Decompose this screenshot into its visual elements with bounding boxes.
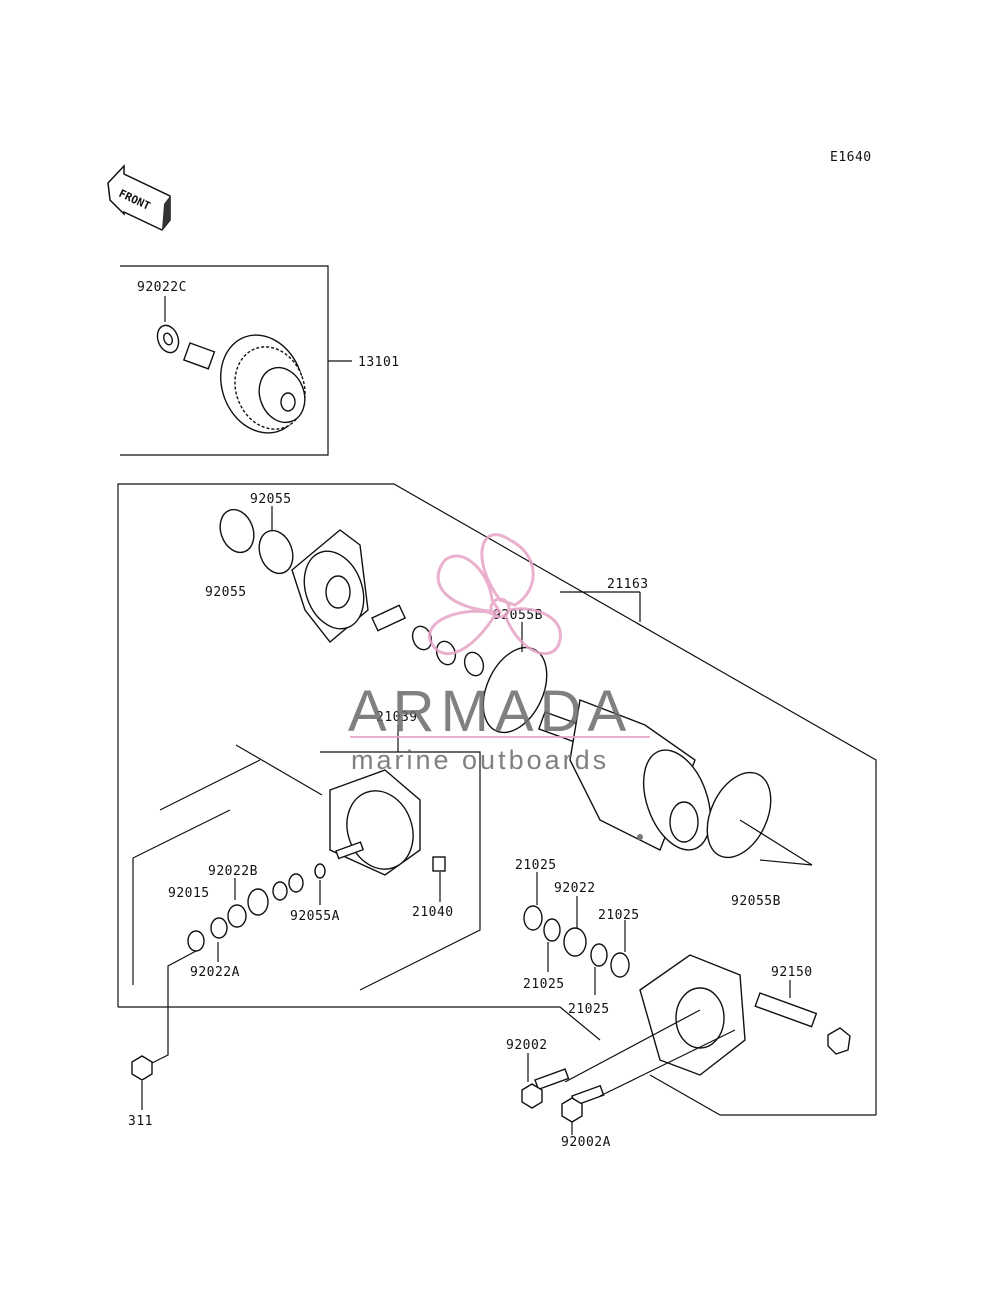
label-21025-c: 21025 <box>523 977 565 992</box>
label-92150: 92150 <box>771 965 813 980</box>
label-21025-a: 21025 <box>515 858 557 873</box>
washers-chain <box>131 863 441 1110</box>
propeller-logo-icon <box>428 533 562 656</box>
brush-holder-box <box>132 725 481 991</box>
front-cover <box>291 529 485 677</box>
label-21025-b: 21025 <box>598 908 640 923</box>
label-92055A: 92055A <box>290 909 340 924</box>
label-92055B-bottom: 92055B <box>731 894 781 909</box>
diagram-code: E1640 <box>830 150 872 165</box>
o-ring-92055B-top <box>482 646 548 734</box>
label-13101: 13101 <box>358 355 400 370</box>
label-311: 311 <box>128 1114 153 1129</box>
label-92022C: 92022C <box>137 280 187 295</box>
label-92022B: 92022B <box>208 864 258 879</box>
label-21025-d: 21025 <box>568 1002 610 1017</box>
label-92002A: 92002A <box>561 1135 611 1150</box>
o-ring-92055B-bottom <box>706 771 772 859</box>
front-arrow-icon: FRONT <box>107 164 171 231</box>
starter-clutch-box <box>120 265 352 456</box>
rear-washers <box>523 872 630 995</box>
label-21040: 21040 <box>412 905 454 920</box>
o-rings-92055 <box>219 506 294 575</box>
label-92022A: 92022A <box>190 965 240 980</box>
label-92022: 92022 <box>554 881 596 896</box>
starter-motor-outline <box>117 483 877 1116</box>
label-92055-left: 92055 <box>205 585 247 600</box>
label-21039: 21039 <box>376 710 418 725</box>
armada-watermark: ARMADA marine outboards <box>348 533 650 775</box>
label-21163: 21163 <box>607 577 649 592</box>
rear-cover <box>521 954 851 1135</box>
label-92015: 92015 <box>168 886 210 901</box>
label-92055-top: 92055 <box>250 492 292 507</box>
label-92002: 92002 <box>506 1038 548 1053</box>
watermark-brand: ARMADA <box>348 679 632 744</box>
starter-yoke <box>537 699 712 851</box>
watermark-tagline: marine outboards <box>351 745 609 775</box>
